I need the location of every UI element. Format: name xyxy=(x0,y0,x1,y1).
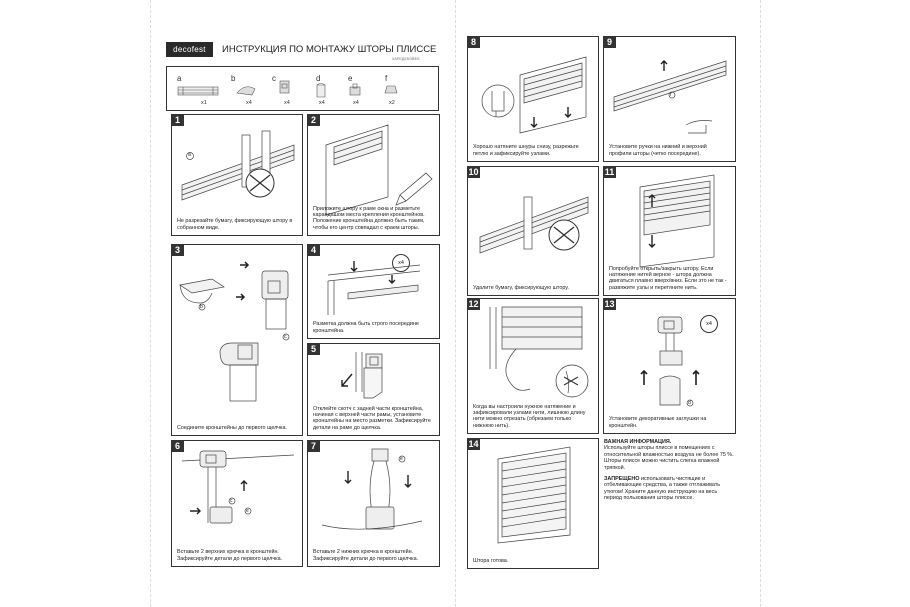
parts-list: a x1 b x4 c x4 d x4 e x4 f x2 xyxy=(166,66,439,111)
part-b-letter: b xyxy=(231,74,236,83)
step-9-illustration xyxy=(613,60,727,134)
step-4-caption: Разметка должна быть строго посередине к… xyxy=(313,321,419,334)
fold-line xyxy=(760,0,761,607)
step-11-illustration xyxy=(639,174,715,268)
step-3-caption: Соедините кронштейны до первого щелчка. xyxy=(177,424,287,431)
part-a-letter: a xyxy=(177,74,182,83)
part-e-qty: x4 xyxy=(353,100,359,106)
part-f-letter: f xyxy=(385,74,388,83)
step-12-caption: Когда вы настроили нужное натяжение и за… xyxy=(473,403,586,429)
step-3-panel: 3 b c Соедините кронштейны до первого ще… xyxy=(171,244,303,436)
step-14-panel: 14 Штора готова. xyxy=(467,438,599,569)
brand-logo: decofest xyxy=(166,42,213,57)
step-4-illustration xyxy=(327,261,421,315)
step-12-panel: 12 Когда вы настроили нужное натяжение и… xyxy=(467,298,599,434)
label-f: f xyxy=(670,92,672,98)
step-13-illustration xyxy=(640,316,700,407)
label-a: a xyxy=(188,152,191,158)
step-14-caption: Штора готова. xyxy=(473,557,509,564)
step-2-panel: 2 Приложите штору к раме окна и разметьт… xyxy=(307,114,440,236)
important-info: ВАЖНАЯ ИНФОРМАЦИЯ. Используйте шторы пли… xyxy=(604,439,736,471)
step-10-panel: 10 Удалите бумагу, фиксирующую штору. xyxy=(467,166,599,296)
step-7-number: 7 xyxy=(307,440,320,452)
quantity-badge: x4 xyxy=(700,315,718,333)
step-5-illustration xyxy=(341,352,383,399)
step-4-panel: 4 x4 Разметка должна быть строго посеред… xyxy=(307,244,440,339)
step-2-number: 2 xyxy=(307,114,320,126)
part-c-qty: x4 xyxy=(284,100,290,106)
step-9-panel: 9 f Установите ручки на нижний и верхний… xyxy=(603,36,736,162)
step-6-caption: Вставьте 2 верхних крючка в кронштейн. З… xyxy=(177,549,283,562)
step-11-panel: 11 Попробуйте открыть/закрыть штору. Есл… xyxy=(603,166,736,296)
step-5-caption: Отклейте скотч с задней части кронштейна… xyxy=(313,405,431,431)
label-c: c xyxy=(284,334,287,340)
product-code: ЗАРЕДЕКОВЕБ xyxy=(392,57,420,61)
page-title: ИНСТРУКЦИЯ ПО МОНТАЖУ ШТОРЫ ПЛИССЕ xyxy=(222,44,437,55)
step-13-caption: Установите декоративные заглушки на крон… xyxy=(609,416,707,429)
step-7-panel: 7 e Вставьте 2 нижних крючка в кронштейн… xyxy=(307,440,440,567)
label-b: b xyxy=(200,304,203,310)
step-2-illustration xyxy=(325,124,433,216)
label-d: d xyxy=(688,400,691,406)
step-1-caption: Не разрезайте бумагу, фиксирующую штору … xyxy=(177,218,293,231)
label-c-6: c xyxy=(230,498,233,504)
quantity-badge: x4 xyxy=(392,254,410,272)
step-7-illustration xyxy=(321,448,423,530)
step-11-number: 11 xyxy=(603,166,616,178)
label-e-7: e xyxy=(400,456,403,462)
step-6-illustration xyxy=(181,450,295,524)
part-b-qty: x4 xyxy=(246,100,252,106)
important-info-text: Используйте шторы плиссе в помещениях с … xyxy=(604,445,734,471)
important-info-title: ВАЖНАЯ ИНФОРМАЦИЯ. xyxy=(604,439,672,445)
part-d-qty: x4 xyxy=(319,100,325,106)
fold-line xyxy=(455,0,456,607)
step-10-illustration xyxy=(479,196,589,254)
step-4-number: 4 xyxy=(307,244,320,256)
parts-drawing xyxy=(177,80,398,98)
step-8-panel: 8 Хорошо натяните шнуры снизу, разрежьте… xyxy=(467,36,599,162)
step-13-number: 13 xyxy=(603,298,616,310)
step-12-number: 12 xyxy=(467,298,480,310)
quantity-badge-text: x4 xyxy=(706,321,712,327)
warning-text: использовать чистящие и отбеливающие сре… xyxy=(604,476,721,502)
part-f-qty: x2 xyxy=(389,100,395,106)
step-1-illustration xyxy=(181,130,295,201)
part-e-letter: e xyxy=(348,74,353,83)
step-10-caption: Удалите бумагу, фиксирующую штору. xyxy=(473,284,569,291)
step-3-illustration xyxy=(179,261,290,402)
part-d-letter: d xyxy=(316,74,321,83)
step-1-panel: 1 a Не разрезайте бумагу, фиксирующую шт… xyxy=(171,114,303,236)
step-5-number: 5 xyxy=(307,343,320,355)
step-2-caption: Приложите штору к раме окна и разметьте … xyxy=(313,205,425,231)
warning-info: ЗАПРЕЩЕНО использовать чистящие и отбели… xyxy=(604,476,736,502)
step-6-number: 6 xyxy=(171,440,184,452)
warning-title: ЗАПРЕЩЕНО xyxy=(604,476,640,482)
logo-text: decofest xyxy=(173,45,206,54)
step-1-number: 1 xyxy=(171,114,184,126)
quantity-badge-text: x4 xyxy=(398,260,404,266)
step-8-number: 8 xyxy=(467,36,480,48)
step-14-number: 14 xyxy=(467,438,480,450)
step-5-panel: 5 Отклейте скотч с задней части кронштей… xyxy=(307,343,440,436)
step-6-panel: 6 c e Вставьте 2 верхних крючка в кроншт… xyxy=(171,440,303,567)
step-3-number: 3 xyxy=(171,244,184,256)
step-13-panel: 13 x4 d Установите декоративные заглушки… xyxy=(603,298,736,434)
step-8-illustration xyxy=(481,56,587,134)
step-14-illustration xyxy=(497,446,571,544)
part-c-letter: c xyxy=(272,74,276,83)
part-a-qty: x1 xyxy=(201,100,207,106)
step-9-caption: Установите ручки на нижний и верхний про… xyxy=(609,144,707,157)
step-11-caption: Попробуйте открыть/закрыть штору. Если н… xyxy=(609,265,727,291)
step-9-number: 9 xyxy=(603,36,616,48)
step-12-illustration xyxy=(489,306,589,398)
step-10-number: 10 xyxy=(467,166,480,178)
fold-line xyxy=(150,0,151,607)
label-e-6: e xyxy=(246,508,249,514)
step-7-caption: Вставьте 2 нижних крючка в кронштейн. За… xyxy=(313,549,419,562)
step-8-caption: Хорошо натяните шнуры снизу, разрежьте п… xyxy=(473,144,579,157)
